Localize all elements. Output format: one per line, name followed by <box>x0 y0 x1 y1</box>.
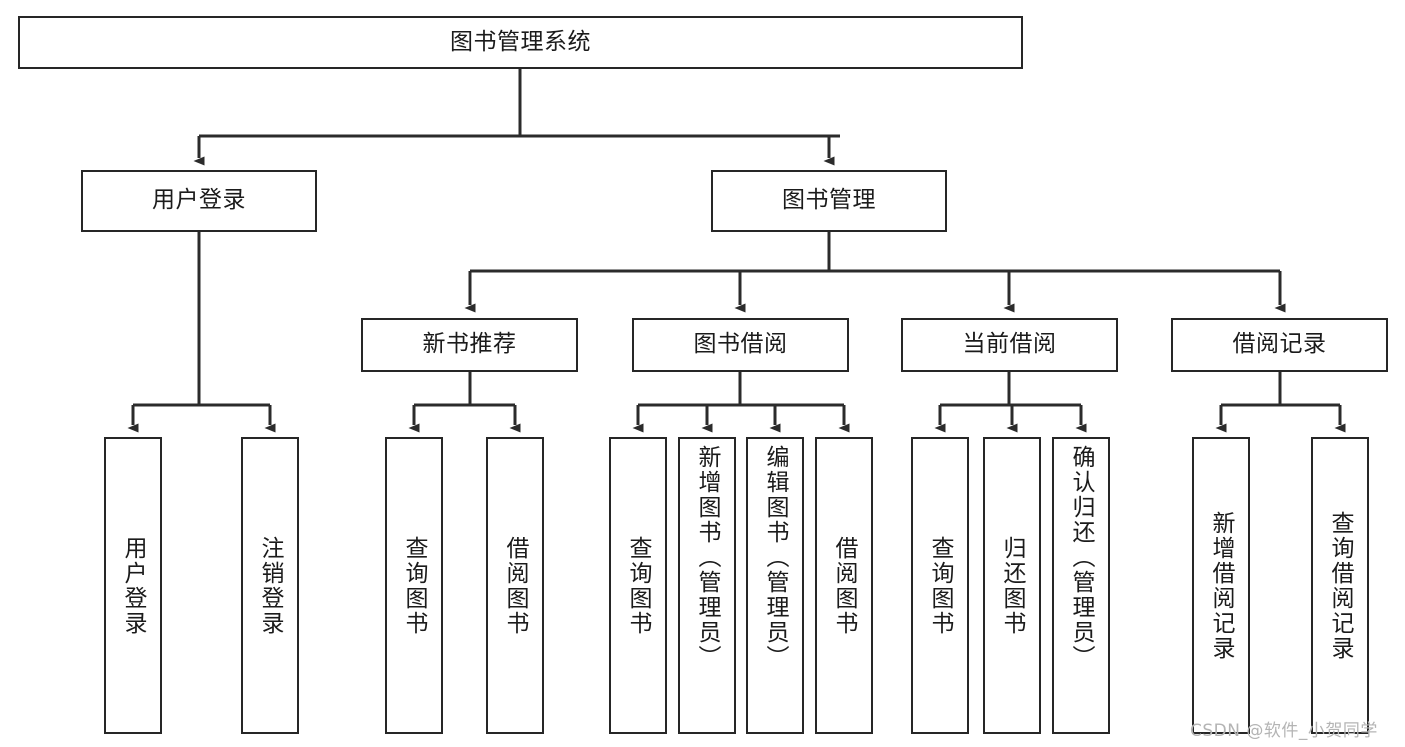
node-leaf-query-book-1-label: 查询图书 <box>401 535 428 636</box>
node-leaf-query-record-label: 查询借阅记录 <box>1327 510 1354 661</box>
node-leaf-query-record[interactable]: 查询借阅记录 <box>1311 437 1369 734</box>
node-leaf-return-book[interactable]: 归还图书 <box>983 437 1041 734</box>
node-leaf-query-book-1[interactable]: 查询图书 <box>385 437 443 734</box>
node-user-login-label: 用户登录 <box>152 187 246 214</box>
node-leaf-borrow-book-2[interactable]: 借阅图书 <box>815 437 873 734</box>
node-leaf-confirm-return[interactable]: 确认归还（管理员） <box>1052 437 1110 734</box>
node-borrow-record[interactable]: 借阅记录 <box>1171 318 1388 372</box>
node-book-manage[interactable]: 图书管理 <box>711 170 947 232</box>
node-book-manage-label: 图书管理 <box>782 187 876 214</box>
node-leaf-add-book-label: 新增图书（管理员） <box>694 445 721 670</box>
node-leaf-add-record[interactable]: 新增借阅记录 <box>1192 437 1250 734</box>
node-leaf-user-login[interactable]: 用户登录 <box>104 437 162 734</box>
node-leaf-borrow-book-1-label: 借阅图书 <box>502 535 529 636</box>
node-leaf-add-record-label: 新增借阅记录 <box>1208 510 1235 661</box>
node-leaf-add-book[interactable]: 新增图书（管理员） <box>678 437 736 734</box>
node-new-book-rec[interactable]: 新书推荐 <box>361 318 578 372</box>
node-leaf-logout[interactable]: 注销登录 <box>241 437 299 734</box>
node-leaf-logout-label: 注销登录 <box>257 535 284 636</box>
node-root-label: 图书管理系统 <box>450 28 591 55</box>
node-leaf-query-book-3[interactable]: 查询图书 <box>911 437 969 734</box>
node-current-borrow-label: 当前借阅 <box>962 331 1057 358</box>
node-leaf-query-book-2[interactable]: 查询图书 <box>609 437 667 734</box>
node-leaf-edit-book[interactable]: 编辑图书（管理员） <box>746 437 804 734</box>
node-leaf-query-book-2-label: 查询图书 <box>625 535 652 636</box>
node-leaf-user-login-label: 用户登录 <box>120 535 147 636</box>
node-root[interactable]: 图书管理系统 <box>18 16 1023 69</box>
node-user-login[interactable]: 用户登录 <box>81 170 317 232</box>
csdn-watermark: CSDN @软件_小贺同学 <box>1190 721 1378 741</box>
node-book-borrow-label: 图书借阅 <box>693 331 788 358</box>
node-book-borrow[interactable]: 图书借阅 <box>632 318 849 372</box>
node-new-book-rec-label: 新书推荐 <box>422 331 517 358</box>
node-borrow-record-label: 借阅记录 <box>1232 331 1327 358</box>
node-leaf-return-book-label: 归还图书 <box>999 535 1026 636</box>
node-leaf-borrow-book-2-label: 借阅图书 <box>831 535 858 636</box>
node-leaf-borrow-book-1[interactable]: 借阅图书 <box>486 437 544 734</box>
node-leaf-confirm-return-label: 确认归还（管理员） <box>1068 445 1095 670</box>
node-leaf-query-book-3-label: 查询图书 <box>927 535 954 636</box>
node-leaf-edit-book-label: 编辑图书（管理员） <box>762 445 789 670</box>
node-current-borrow[interactable]: 当前借阅 <box>901 318 1118 372</box>
